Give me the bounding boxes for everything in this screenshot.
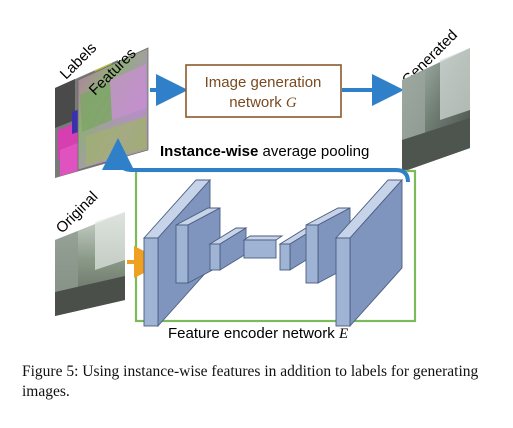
encoder-to-features-arrow (102, 138, 410, 183)
pooling-label: Instance-wise average pooling (160, 143, 369, 160)
original-image (55, 212, 125, 316)
decoder-layer-3 (334, 178, 404, 328)
encoder-label: Feature encoder network E (168, 325, 348, 340)
generator-box (185, 64, 342, 118)
figure-caption: Figure 5: Using instance-wise features i… (22, 363, 479, 400)
encoder-layer-3 (208, 227, 248, 271)
encoder-bottleneck (242, 235, 284, 259)
generator-line2: network G (229, 94, 297, 111)
encoder-layers (142, 178, 404, 328)
generated-image (402, 48, 470, 172)
generator-line1: Image generation (205, 74, 322, 91)
figure-5-diagram: Labels Features Generated Original Image… (53, 27, 470, 340)
